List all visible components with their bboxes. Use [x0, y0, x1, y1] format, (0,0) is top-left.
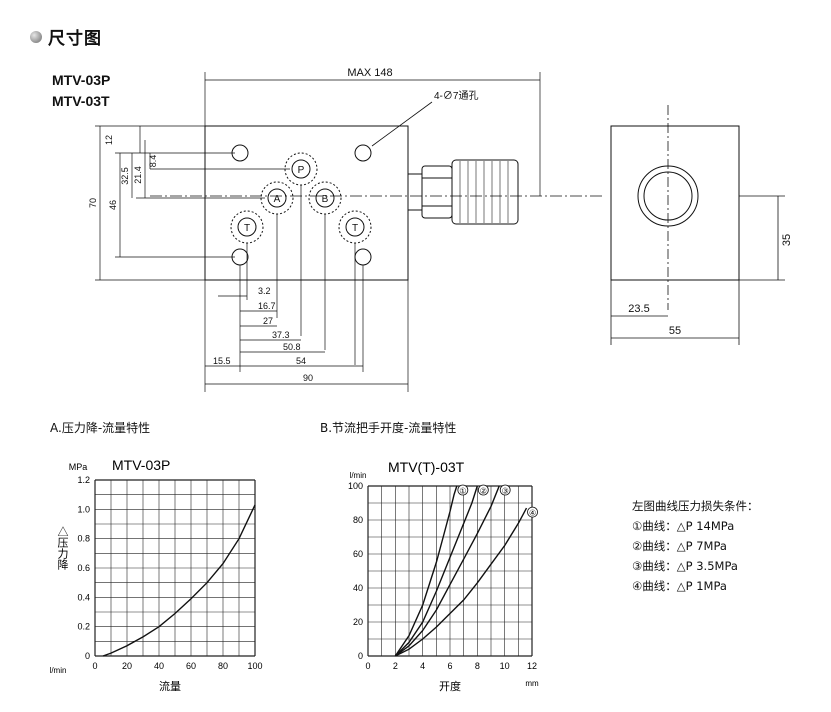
- dim-21-4: 21.4: [133, 166, 143, 184]
- series-label-2: ②: [480, 487, 487, 496]
- chart-a-x-label: 流量: [159, 679, 181, 693]
- adjuster-nut: [421, 165, 453, 219]
- model-label-p: MTV-03P: [52, 72, 111, 88]
- series-line-2: [394, 485, 478, 657]
- chart-b-x-unit: mm: [525, 679, 539, 688]
- hole-note: 4-∅7通孔: [434, 90, 478, 102]
- y-tick-label: 1.2: [77, 475, 90, 485]
- x-tick-label: 6: [447, 661, 452, 671]
- dim-70: 70: [88, 198, 98, 208]
- bullet-icon: [30, 30, 42, 43]
- series-label-circle: [527, 506, 538, 518]
- legend-title: 左图曲线压力损失条件：: [632, 499, 759, 513]
- y-tick-label: 60: [353, 549, 363, 559]
- dim-32-5: 32.5: [120, 167, 130, 185]
- y-tick-label: 1.0: [77, 504, 90, 514]
- chart-b-title: MTV(T)-03T: [388, 459, 465, 475]
- y-tick-label: 20: [353, 617, 363, 627]
- x-tick-label: 40: [154, 661, 164, 671]
- dim-35: 35: [781, 234, 793, 246]
- legend-item-3: ③曲线：△P 3.5MPa: [632, 559, 738, 573]
- chart-b-x-label: 开度: [439, 679, 461, 693]
- legend-item-1: ①曲线：△P 14MPa: [632, 519, 735, 533]
- dim-max-width: MAX 148: [347, 67, 392, 79]
- model-label-t: MTV-03T: [52, 93, 110, 109]
- dim-8-4: 8.4: [148, 155, 158, 168]
- dim-55: 55: [669, 325, 681, 337]
- port-label-b: B: [322, 194, 329, 205]
- y-tick-label: 0.6: [77, 563, 90, 573]
- series-label-4: ④: [529, 509, 536, 518]
- x-tick-label: 4: [420, 661, 425, 671]
- adjuster-neck: [407, 173, 423, 211]
- series-line-1: [102, 504, 256, 657]
- dim-46: 46: [108, 200, 118, 210]
- valve-body-front: [204, 125, 409, 281]
- chart-pressure-drop: MTV-03P MPa l/min 流量 △压力降 0 20 40 60 80 100 0 0…: [50, 457, 263, 693]
- x-tick-label: 0: [365, 661, 370, 671]
- port-label-a: A: [274, 194, 281, 205]
- series-label-3: ③: [502, 487, 509, 496]
- valve-body-side: [610, 125, 740, 281]
- dim-15-5: 15.5: [213, 356, 231, 366]
- y-tick-label: 100: [348, 481, 363, 491]
- port-label-t-right: T: [352, 223, 358, 234]
- dimension-drawing: P A B T T MAX 148 4-∅7通孔 12 8.4 21.4 32.…: [88, 67, 793, 392]
- mounting-hole: [354, 144, 372, 162]
- series-line-3: [394, 485, 500, 657]
- x-tick-label: 20: [122, 661, 132, 671]
- y-tick-label: 0.8: [77, 534, 90, 544]
- series-label-circle: [477, 484, 489, 496]
- chart-a-y-unit: MPa: [69, 462, 88, 472]
- chart-a-y-label: △压力降: [56, 526, 69, 570]
- y-tick-label: 80: [353, 515, 363, 525]
- y-tick-label: 0: [358, 651, 363, 661]
- port-label-p: P: [298, 165, 305, 176]
- x-tick-label: 100: [247, 661, 262, 671]
- dim-54: 54: [296, 356, 306, 366]
- dim-50-8: 50.8: [283, 342, 301, 352]
- y-tick-label: 40: [353, 583, 363, 593]
- dim-16-7: 16.7: [258, 301, 276, 311]
- dim-90: 90: [303, 373, 313, 383]
- dim-27: 27: [263, 316, 273, 326]
- legend-item-4: ④曲线：△P 1MPa: [632, 579, 727, 593]
- section-title: 尺寸图: [48, 29, 102, 49]
- y-tick-label: 0.4: [77, 592, 90, 602]
- legend-item-2: ②曲线：△P 7MPa: [632, 539, 727, 553]
- x-tick-label: 12: [527, 661, 537, 671]
- chart-a-x-unit: l/min: [50, 666, 67, 675]
- chart-a-title: MTV-03P: [112, 457, 170, 473]
- caption-a: A.压力降-流量特性: [50, 421, 151, 435]
- chart-b-y-unit: l/min: [350, 471, 367, 480]
- series-line-4: [394, 507, 528, 657]
- series-line-1: [394, 485, 458, 657]
- series-label-circle: [457, 484, 469, 496]
- mounting-hole: [354, 248, 372, 266]
- dim-37-3: 37.3: [272, 330, 290, 340]
- x-tick-label: 10: [500, 661, 510, 671]
- dim-12: 12: [104, 135, 114, 145]
- x-tick-label: 0: [92, 661, 97, 671]
- caption-b: B.节流把手开度-流量特性: [320, 421, 457, 435]
- x-tick-label: 2: [393, 661, 398, 671]
- adjuster-knob: [451, 159, 519, 225]
- dim-23-5: 23.5: [628, 303, 649, 315]
- curve-condition-legend: 左图曲线压力损失条件： ①曲线：△P 14MPa ②曲线：△P 7MPa ③曲线…: [632, 496, 759, 596]
- port-label-t-left: T: [244, 223, 250, 234]
- series-label-circle: [499, 484, 511, 496]
- section-header: 尺寸图: [30, 24, 102, 49]
- dim-3-2: 3.2: [258, 286, 271, 296]
- y-tick-label: 0: [85, 651, 90, 661]
- x-tick-label: 60: [186, 661, 196, 671]
- y-tick-label: 0.2: [77, 622, 90, 632]
- x-tick-label: 80: [218, 661, 228, 671]
- series-label-1: ①: [459, 487, 466, 496]
- x-tick-label: 8: [475, 661, 480, 671]
- chart-handle-opening-flow: MTV(T)-03T l/min mm 开度 0 2 4 6 8 10 12 0 20 40 60 8…: [348, 459, 539, 693]
